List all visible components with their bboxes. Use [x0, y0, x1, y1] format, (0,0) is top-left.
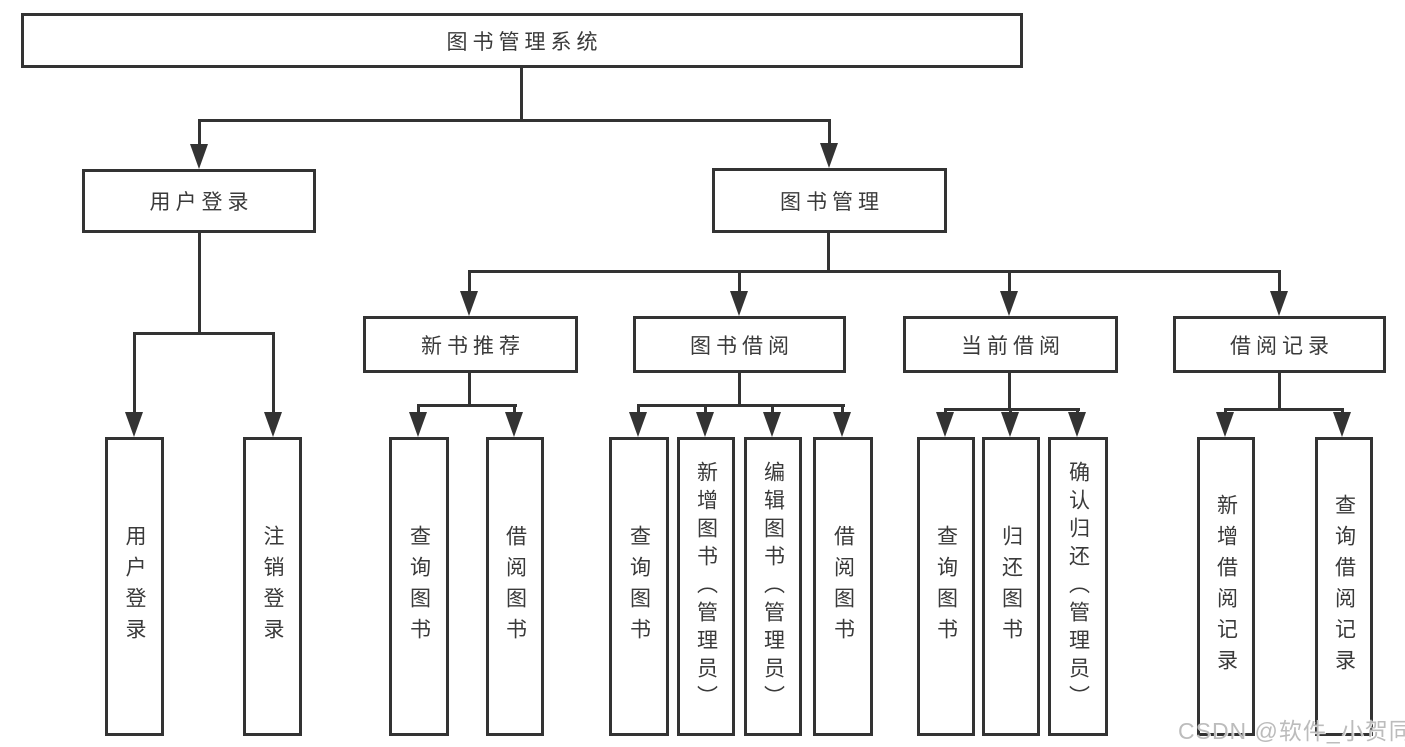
- connector-line: [637, 404, 845, 407]
- arrow-down-icon: [125, 412, 143, 437]
- leaf-label: 归还图书: [999, 524, 1023, 649]
- node-label: 图书借阅: [690, 334, 794, 358]
- arrow-down-icon: [820, 143, 838, 168]
- arrow-down-icon: [1333, 412, 1351, 437]
- leaf-query-books-1: 查询图书: [389, 437, 449, 736]
- node-label: 借阅记录: [1230, 334, 1334, 358]
- node-book-borrow: 图书借阅: [633, 316, 846, 373]
- node-borrow-records: 借阅记录: [1173, 316, 1386, 373]
- leaf-label: 查询借阅记录: [1332, 493, 1356, 680]
- node-user-login-branch: 用户登录: [82, 169, 316, 233]
- arrow-down-icon: [1001, 412, 1019, 437]
- leaf-label: 用户登录: [123, 524, 146, 649]
- leaf-label: 借阅图书: [831, 524, 855, 649]
- leaf-query-books-3: 查询图书: [917, 437, 975, 736]
- connector-line: [944, 408, 1080, 411]
- node-root: 图书管理系统: [21, 13, 1023, 68]
- connector-line: [1278, 270, 1281, 292]
- connector-line: [828, 119, 831, 146]
- connector-line: [1278, 373, 1281, 411]
- leaf-query-borrow-record: 查询借阅记录: [1315, 437, 1373, 736]
- connector-line: [198, 119, 201, 147]
- leaf-add-book-admin: 新增图书（管理员）: [677, 437, 735, 736]
- connector-line: [841, 404, 844, 414]
- connector-line: [468, 270, 1281, 273]
- node-new-book-recommend: 新书推荐: [363, 316, 578, 373]
- arrow-down-icon: [460, 291, 478, 316]
- connector-line: [1008, 270, 1011, 292]
- arrow-down-icon: [409, 412, 427, 437]
- arrow-down-icon: [190, 144, 208, 169]
- arrow-down-icon: [629, 412, 647, 437]
- leaf-label: 新增图书（管理员）: [694, 460, 718, 713]
- leaf-label: 查询图书: [627, 524, 651, 649]
- arrow-down-icon: [763, 412, 781, 437]
- leaf-label: 注销登录: [261, 524, 284, 649]
- node-root-label: 图书管理系统: [446, 30, 603, 54]
- arrow-down-icon: [505, 412, 523, 437]
- connector-line: [417, 404, 420, 414]
- connector-line: [738, 373, 741, 407]
- connector-line: [1224, 408, 1344, 411]
- leaf-label: 编辑图书（管理员）: [761, 460, 785, 713]
- leaf-label: 借阅图书: [503, 524, 527, 649]
- connector-line: [637, 404, 640, 414]
- leaf-return-book: 归还图书: [982, 437, 1040, 736]
- arrow-down-icon: [1270, 291, 1288, 316]
- connector-line: [704, 404, 707, 414]
- node-book-management: 图书管理: [712, 168, 947, 233]
- connector-line: [468, 373, 471, 407]
- connector-line: [133, 332, 275, 335]
- connector-line: [198, 119, 831, 122]
- leaf-add-borrow-record: 新增借阅记录: [1197, 437, 1255, 736]
- node-label: 图书管理: [780, 190, 884, 214]
- node-label: 用户登录: [149, 191, 254, 214]
- connector-line: [771, 404, 774, 414]
- leaf-label: 新增借阅记录: [1214, 493, 1238, 680]
- leaf-logout: 注销登录: [243, 437, 302, 736]
- arrow-down-icon: [936, 412, 954, 437]
- arrow-down-icon: [1216, 412, 1234, 437]
- connector-line: [468, 270, 471, 292]
- leaf-borrow-books-1: 借阅图书: [486, 437, 544, 736]
- leaf-label: 查询图书: [407, 524, 431, 649]
- node-label: 新书推荐: [421, 334, 525, 358]
- leaf-query-books-2: 查询图书: [609, 437, 669, 736]
- leaf-label: 确认归还（管理员）: [1066, 460, 1090, 713]
- connector-line: [1008, 373, 1011, 411]
- leaf-label: 查询图书: [934, 524, 958, 649]
- connector-line: [198, 233, 201, 335]
- arrow-down-icon: [264, 412, 282, 437]
- connector-line: [738, 270, 741, 292]
- leaf-borrow-books-2: 借阅图书: [813, 437, 873, 736]
- arrow-down-icon: [696, 412, 714, 437]
- arrow-down-icon: [730, 291, 748, 316]
- connector-line: [272, 332, 275, 414]
- leaf-confirm-return-admin: 确认归还（管理员）: [1048, 437, 1108, 736]
- connector-line: [417, 404, 517, 407]
- connector-line: [827, 233, 830, 273]
- arrow-down-icon: [1000, 291, 1018, 316]
- arrow-down-icon: [1068, 412, 1086, 437]
- connector-line: [513, 404, 516, 414]
- leaf-edit-book-admin: 编辑图书（管理员）: [744, 437, 802, 736]
- arrow-down-icon: [833, 412, 851, 437]
- connector-line: [520, 68, 523, 122]
- leaf-user-login: 用户登录: [105, 437, 164, 736]
- csdn-watermark: CSDN @软件_小贺同学: [1178, 718, 1405, 744]
- connector-line: [133, 332, 136, 414]
- node-current-borrow: 当前借阅: [903, 316, 1118, 373]
- node-label: 当前借阅: [961, 334, 1065, 358]
